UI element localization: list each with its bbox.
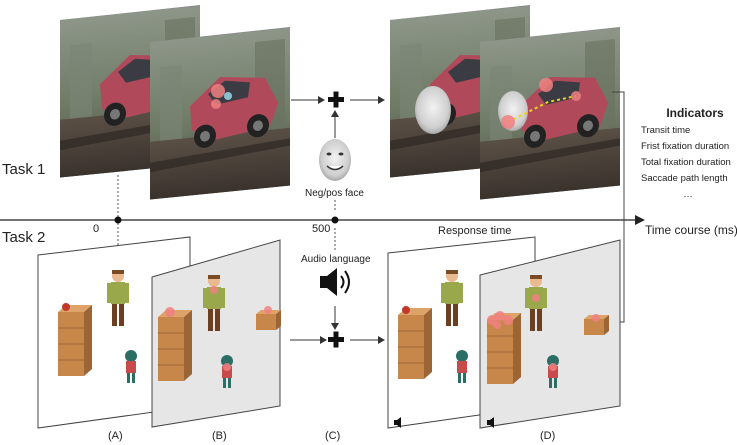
timeline-axis — [0, 215, 645, 225]
indicators-title: Indicators — [666, 106, 724, 120]
saccade-path — [507, 95, 577, 123]
fixation-dot — [211, 99, 221, 109]
speaker-small-icon — [394, 417, 401, 428]
indicator-item: … — [683, 189, 693, 200]
face-image — [415, 86, 451, 134]
indicator-item: Frist fixation duration — [641, 141, 730, 152]
panel-label-c: (C) — [325, 430, 341, 442]
task1-arrows — [291, 96, 385, 138]
timeline-marker-0 — [114, 216, 122, 224]
crash-photo-4 — [480, 27, 620, 200]
panel-label-b: (B) — [212, 430, 227, 442]
timeline-marker-500 — [331, 216, 339, 224]
audio-language-label: Audio language — [301, 254, 371, 265]
face-stimulus-label: Neg/pos face — [305, 188, 364, 199]
indicator-item: Transit time — [641, 125, 691, 136]
task1-label: Task 1 — [2, 161, 46, 178]
speaker-icon — [320, 268, 350, 296]
indicators-panel: Indicators Transit time Frist fixation d… — [641, 106, 735, 203]
task2-label: Task 2 — [2, 229, 46, 246]
fixation-dot — [539, 78, 553, 92]
response-time-label: Response time — [438, 225, 512, 237]
fixation-dot — [211, 84, 225, 98]
indicators-list: Transit time Frist fixation duration Tot… — [641, 123, 735, 203]
tick-0-label: 0 — [93, 223, 100, 235]
panel-label-a: (A) — [108, 430, 123, 442]
fixation-dot — [493, 321, 501, 329]
scene-b — [151, 239, 281, 428]
speaker-small-icon — [487, 417, 494, 428]
fixation-dot — [592, 314, 600, 322]
fixation-dot — [165, 307, 175, 317]
fixation-dot — [223, 363, 231, 371]
face-stimulus — [319, 139, 351, 181]
fixation-dot — [264, 306, 272, 314]
fixation-dot — [210, 286, 218, 294]
fixation-dot — [224, 92, 232, 100]
fixation-dot — [549, 363, 557, 371]
fixation-cross-2 — [328, 331, 344, 348]
fixation-dot — [532, 294, 540, 302]
fixation-dot — [503, 315, 513, 325]
crash-photo-2 — [150, 27, 290, 200]
time-course-label: Time course (ms) — [645, 223, 737, 237]
scene-d — [479, 239, 621, 429]
panel-label-d: (D) — [540, 430, 556, 442]
task2-arrows — [290, 306, 385, 344]
indicator-item: Saccade path length — [641, 173, 728, 184]
fixation-dot — [495, 311, 505, 321]
fixation-dot — [571, 91, 581, 101]
fixation-cross-1 — [328, 91, 344, 108]
fixation-dot — [501, 115, 515, 129]
indicator-item: Total fixation duration — [641, 157, 731, 168]
tick-500-label: 500 — [312, 223, 331, 235]
